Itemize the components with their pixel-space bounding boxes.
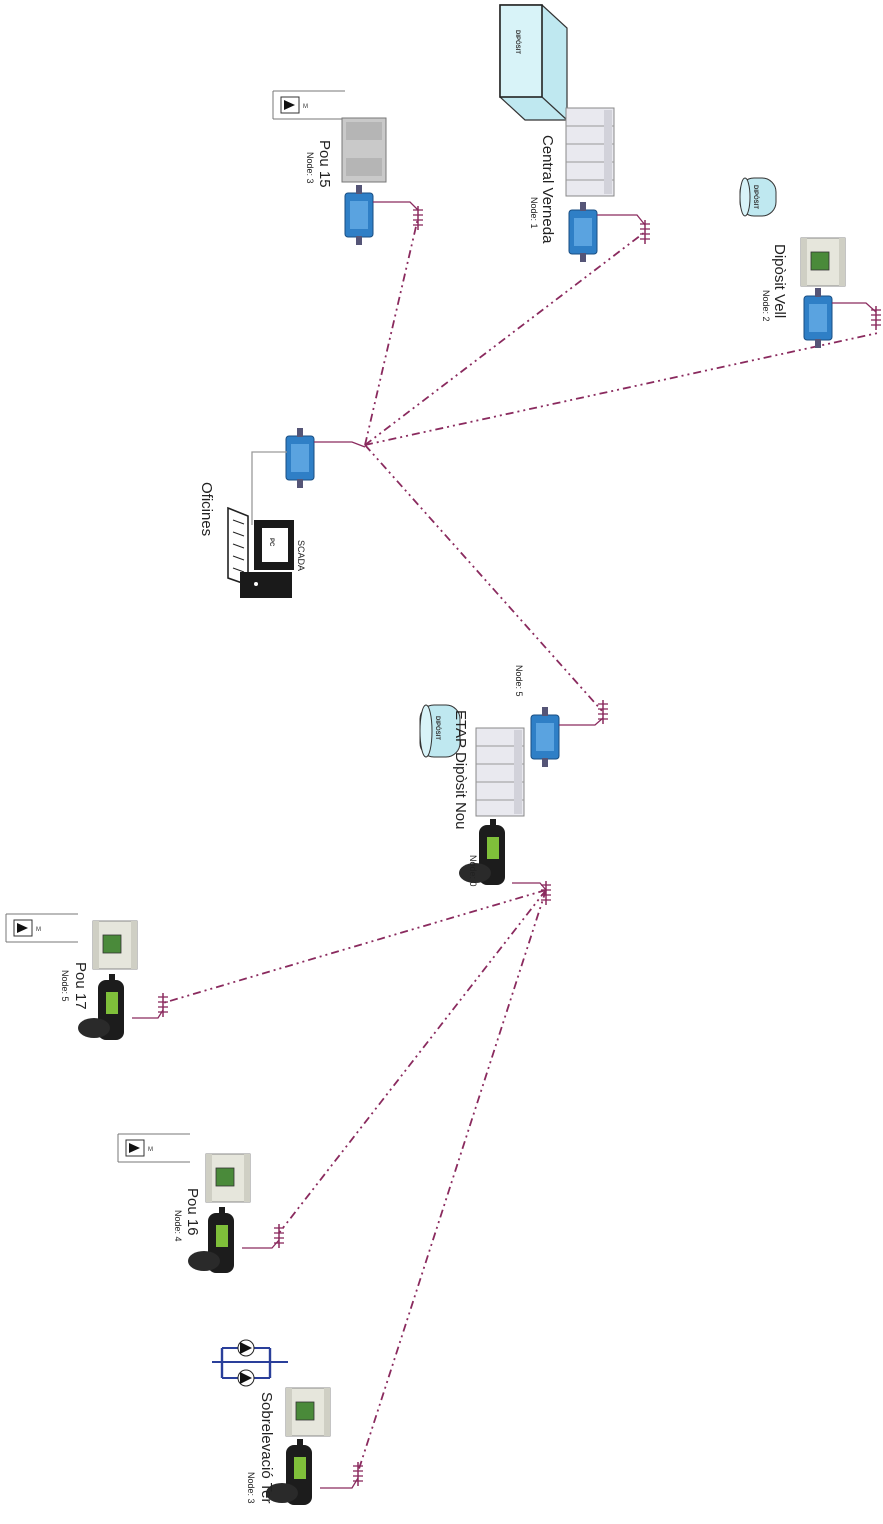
plc-icon	[341, 117, 387, 183]
well-pump-icon	[117, 1133, 191, 1163]
link-oficines-pou15	[364, 217, 419, 446]
antenna-wire	[832, 302, 877, 313]
site-pou-15: Pou 15 Node: 3	[272, 90, 424, 246]
node-label: Node: 5	[60, 970, 70, 1002]
site-etap-diposit-nou: DIPÒSIT Node: 5 ETAP Dipòsit Nou Node: 0	[419, 665, 609, 906]
pc-label: SCADA	[296, 540, 306, 571]
rtu-icon	[92, 920, 138, 970]
pump-station-icon	[212, 1339, 288, 1387]
node-label: Node: 3	[246, 1472, 256, 1504]
link-oficines-diposit-vell	[364, 332, 879, 446]
rtu-icon	[285, 1387, 331, 1437]
antenna-icon	[352, 1461, 364, 1487]
radio-links	[162, 217, 879, 1473]
radio-modem-icon	[344, 184, 374, 246]
node-label: Node: 5	[514, 665, 524, 697]
antenna-wire	[597, 214, 646, 226]
antenna-icon	[639, 219, 651, 245]
node-label: Node: 1	[529, 197, 539, 229]
antenna-wire	[512, 882, 547, 891]
site-oficines: PC SCADA Oficines	[198, 427, 366, 598]
antenna-wire	[314, 441, 366, 448]
node-label: Node: 2	[761, 290, 771, 322]
tank-icon: DIPÒSIT	[499, 4, 568, 121]
site-pou-17: Pou 17 Node: 5	[5, 913, 169, 1040]
tank-icon: DIPÒSIT	[739, 177, 777, 217]
site-pou-16: Pou 16 Node: 4	[117, 1133, 285, 1273]
svg-text:PC: PC	[268, 538, 274, 547]
svg-text:DIPÒSIT: DIPÒSIT	[752, 185, 760, 209]
site-name: Pou 15	[316, 140, 333, 188]
link-etap-sobre	[357, 889, 547, 1473]
radio-modem-icon	[285, 427, 315, 489]
antenna-wire	[242, 1239, 280, 1249]
well-pump-icon	[272, 90, 346, 120]
node-label: Node: 0	[468, 855, 478, 887]
rtu-icon	[800, 237, 846, 287]
rtu-icon	[205, 1153, 251, 1203]
network-cable	[251, 451, 287, 525]
radio-modem-icon	[530, 706, 560, 768]
node-label: Node: 4	[173, 1210, 183, 1242]
link-etap-pou17	[162, 889, 547, 1004]
site-name: Central Verneda	[539, 135, 556, 244]
radio-modem-icon	[568, 201, 598, 263]
antenna-icon	[540, 880, 552, 906]
svg-text:DIPÒSIT: DIPÒSIT	[514, 30, 522, 54]
radio-modem-icon	[803, 287, 833, 349]
antenna-wire	[559, 717, 604, 726]
site-name: Sobrelevació Ter	[258, 1392, 275, 1503]
link-oficines-etap	[364, 444, 604, 713]
site-name: Pou 16	[184, 1188, 201, 1236]
tank-icon: DIPÒSIT	[419, 704, 461, 758]
site-name: ETAP Dipòsit Nou	[452, 710, 469, 830]
link-etap-pou16	[278, 889, 547, 1234]
computer-icon: PC	[227, 506, 294, 598]
antenna-icon	[157, 992, 169, 1018]
svg-text:DIPÒSIT: DIPÒSIT	[434, 716, 442, 740]
antenna-icon	[412, 205, 424, 231]
antenna-icon	[870, 305, 882, 331]
antenna-wire	[132, 1009, 164, 1019]
site-central-verneda: DIPÒSIT Central Verneda Node: 1	[499, 4, 651, 263]
well-pump-icon	[5, 913, 79, 943]
site-sobrelevacio-ter: Sobrelevació Ter Node: 3	[212, 1339, 364, 1505]
site-name: Dipòsit Vell	[771, 244, 788, 318]
site-name: Oficines	[198, 482, 215, 536]
rack-plc-icon	[565, 107, 615, 197]
link-oficines-central	[364, 231, 646, 446]
site-diposit-vell: DIPÒSIT Dipòsit Vell Node: 2	[739, 177, 882, 349]
rack-plc-icon	[475, 727, 525, 817]
node-label: Node: 3	[305, 152, 315, 184]
antenna-wire	[320, 1477, 359, 1489]
site-name: Pou 17	[72, 962, 89, 1010]
antenna-wire	[373, 201, 419, 211]
